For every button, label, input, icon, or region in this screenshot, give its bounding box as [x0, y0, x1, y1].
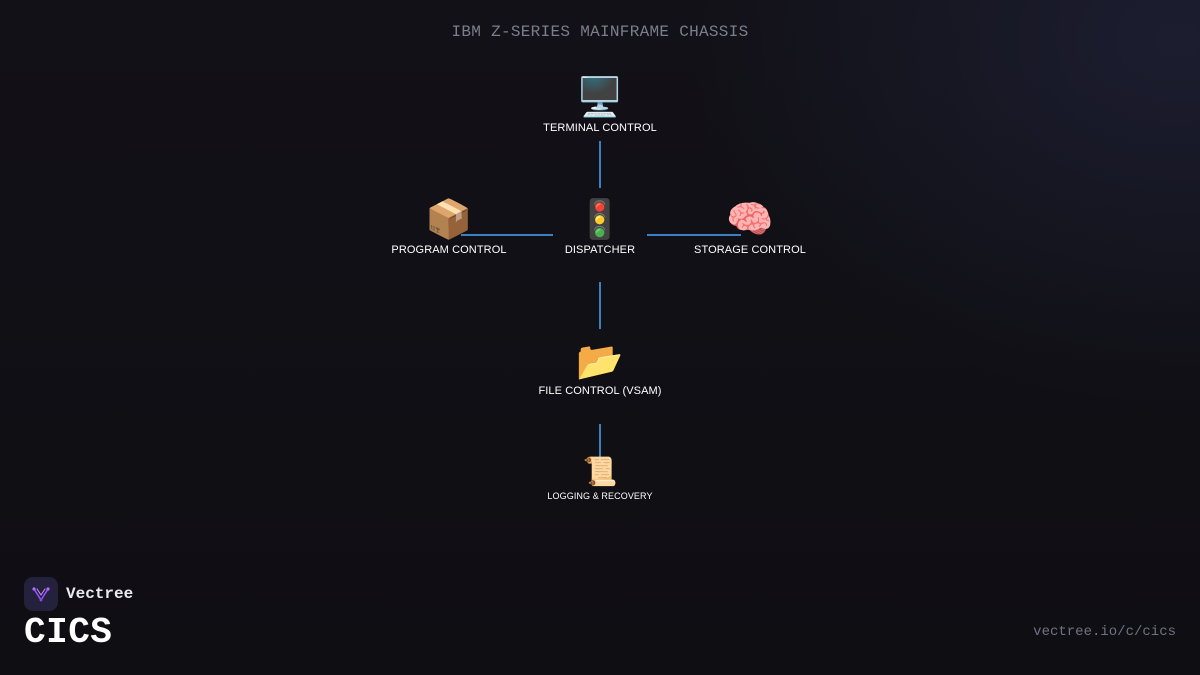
node-label: STORAGE CONTROL	[694, 244, 806, 256]
node-label: FILE CONTROL (VSAM)	[538, 385, 662, 397]
node-logging-recovery: 📜 LOGGING & RECOVERY	[500, 455, 700, 502]
wire-program-dispatcher	[461, 234, 553, 236]
wire-dispatcher-storage	[647, 234, 741, 236]
node-storage-control: 🧠 STORAGE CONTROL	[650, 200, 850, 256]
brand: Vectree	[24, 577, 133, 611]
node-label: DISPATCHER	[564, 244, 636, 256]
desktop-computer-icon: 🖥️	[576, 75, 624, 119]
traffic-light-icon: 🚦	[576, 197, 624, 241]
course-url[interactable]: vectree.io/c/cics	[1033, 624, 1176, 640]
wire-terminal-dispatcher	[599, 141, 601, 188]
node-dispatcher: 🚦 DISPATCHER	[500, 200, 700, 256]
vectree-logo-mark	[32, 587, 50, 602]
brand-name: Vectree	[66, 585, 134, 603]
vectree-logo-icon	[24, 577, 58, 611]
wire-file-logging	[599, 424, 601, 464]
node-label: PROGRAM CONTROL	[391, 244, 507, 256]
node-label: LOGGING & RECOVERY	[547, 491, 653, 501]
package-icon: 📦	[425, 197, 473, 241]
node-terminal-control: 🖥️ TERMINAL CONTROL	[500, 78, 700, 134]
node-program-control: 📦 PROGRAM CONTROL	[349, 200, 549, 256]
node-label: TERMINAL CONTROL	[543, 122, 657, 134]
node-file-control: 📂 FILE CONTROL (VSAM)	[500, 342, 700, 397]
course-title: CICS	[24, 612, 113, 653]
diagram-title: IBM Z-SERIES MAINFRAME CHASSIS	[451, 23, 749, 41]
open-folder-icon: 📂	[576, 339, 624, 383]
brain-icon: 🧠	[726, 197, 774, 241]
wire-dispatcher-file	[599, 282, 601, 329]
scroll-icon: 📜	[582, 455, 618, 488]
